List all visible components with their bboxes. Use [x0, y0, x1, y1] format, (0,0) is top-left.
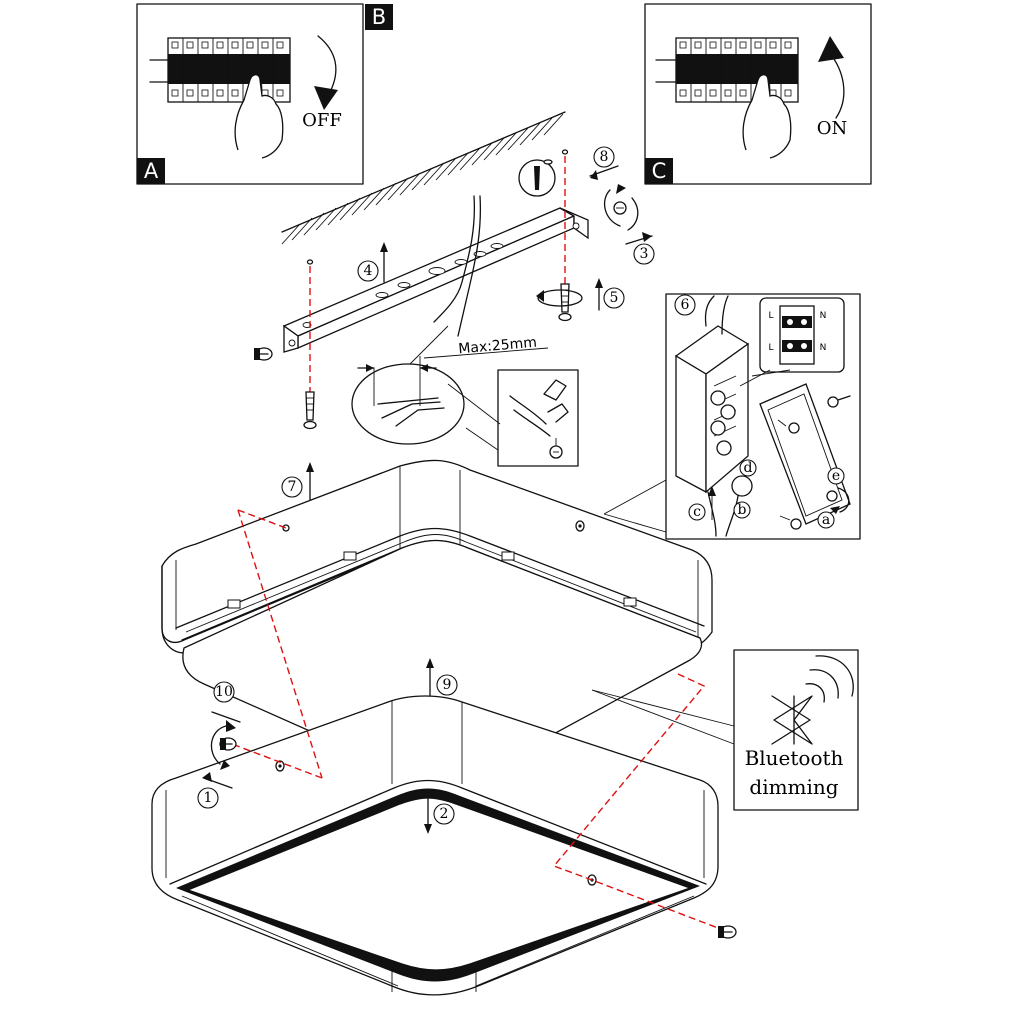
letter-d: d: [744, 460, 753, 476]
letter-e: e: [832, 468, 840, 484]
screw-icon: [718, 925, 737, 939]
bluetooth-callout: Bluetooth dimming: [591, 649, 859, 811]
terminal-label-n: N: [820, 343, 827, 353]
connector-detail: [465, 369, 579, 467]
step-3-label: 3: [640, 246, 649, 262]
letter-b: b: [738, 502, 747, 518]
luminaire-body: [161, 459, 713, 737]
terminal-label-l: L: [768, 343, 773, 353]
bluetooth-label-line1: Bluetooth: [745, 746, 844, 770]
hand-icon: [742, 74, 792, 159]
fixing-guide-line: [237, 509, 287, 529]
step-6-label: 6: [681, 297, 690, 313]
panel-breaker-on: ON C: [644, 3, 872, 185]
breaker-row-icon: [167, 37, 291, 103]
step-7-label: 7: [288, 479, 297, 495]
step-8-label: 8: [600, 149, 609, 165]
off-label: OFF: [302, 110, 342, 131]
panel-c-tag: C: [652, 159, 667, 183]
step-callouts: [197, 146, 696, 825]
rotate-arrow-icon: [589, 165, 653, 245]
mounting-bracket: [282, 195, 589, 353]
step-9-label: 9: [443, 677, 452, 693]
bluetooth-icon: [771, 695, 813, 745]
wire-strip-detail: Max:25mm: [351, 325, 549, 445]
bluetooth-label-line2: dimming: [749, 775, 838, 799]
fixing-guide-line: [237, 509, 323, 779]
rotate-arrow-icon: [202, 711, 241, 789]
step-1-label: 1: [204, 790, 213, 806]
panel-breaker-off: OFF A B: [136, 3, 393, 185]
screw-icon: [219, 737, 237, 751]
junction-box-detail: L N L N a b c d e: [603, 293, 861, 540]
breaker-row-icon: [675, 37, 799, 103]
panel-b-tag: B: [372, 5, 386, 29]
luminaire-frame: [151, 695, 719, 996]
terminal-label-n: N: [820, 311, 827, 321]
fixing-guide-line: [231, 743, 323, 779]
max-strip-label: Max:25mm: [458, 335, 538, 358]
step-10-label: 10: [215, 684, 233, 700]
step-4-label: 4: [364, 263, 373, 279]
plug-detail-icon: [518, 159, 556, 197]
rotate-arrow-icon: [536, 289, 583, 307]
on-label: ON: [817, 118, 848, 139]
terminal-label-l: L: [768, 311, 773, 321]
letter-c: c: [693, 504, 701, 520]
letter-a: a: [822, 512, 830, 528]
hand-icon: [234, 74, 284, 159]
panel-a-tag: A: [144, 159, 159, 183]
step-5-label: 5: [610, 290, 619, 306]
ceiling-hatch: [281, 111, 566, 245]
screw-icon: [254, 347, 273, 361]
wall-plug-icon: [303, 391, 317, 430]
step-2-label: 2: [440, 806, 449, 822]
